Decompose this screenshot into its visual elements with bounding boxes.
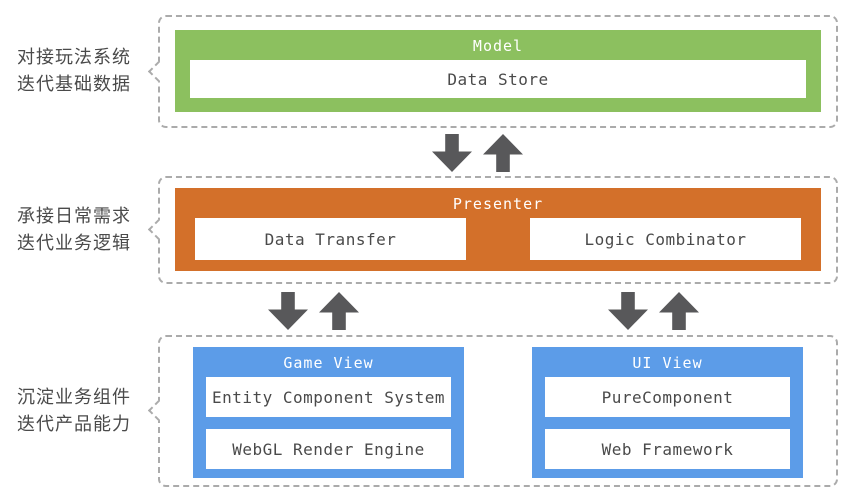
- callout-notch-icon: [147, 218, 170, 241]
- callout-notch-icon: [147, 60, 170, 82]
- model-section-label-line2: 迭代基础数据: [17, 74, 131, 94]
- view-group-container: Game View Entity Component System WebGL …: [147, 335, 838, 487]
- callout-notch-icon: [147, 399, 170, 422]
- presenter-gameview-arrows: [268, 292, 359, 330]
- arrow-up-icon: [659, 292, 699, 330]
- arrow-down-icon: [432, 134, 472, 172]
- ui-view-title: UI View: [632, 354, 703, 372]
- model-presenter-arrows: [432, 134, 523, 172]
- ui-view-layer: UI View PureComponent Web Framework: [532, 347, 803, 478]
- view-section-label-line1: 沉淀业务组件: [17, 387, 131, 407]
- arrow-up-icon: [483, 134, 523, 172]
- data-transfer-box: Data Transfer: [195, 218, 466, 260]
- model-layer: Model Data Store: [175, 30, 821, 112]
- webgl-render-engine-box: WebGL Render Engine: [206, 429, 451, 469]
- presenter-section-label-line1: 承接日常需求: [17, 206, 131, 226]
- data-store-box: Data Store: [190, 60, 806, 98]
- model-group-container: Model Data Store: [147, 15, 838, 128]
- view-section-label: 沉淀业务组件 迭代产品能力: [8, 384, 140, 438]
- model-section-label: 对接玩法系统 迭代基础数据: [8, 44, 140, 98]
- entity-component-system-box: Entity Component System: [206, 377, 451, 417]
- logic-combinator-box: Logic Combinator: [530, 218, 801, 260]
- presenter-section-label-line2: 迭代业务逻辑: [17, 233, 131, 253]
- purecomponent-box: PureComponent: [545, 377, 790, 417]
- presenter-group-container: Presenter Data Transfer Logic Combinator: [147, 176, 838, 284]
- presenter-layer: Presenter Data Transfer Logic Combinator: [175, 188, 821, 271]
- arrow-up-icon: [319, 292, 359, 330]
- view-section-label-line2: 迭代产品能力: [17, 414, 131, 434]
- arrow-down-icon: [608, 292, 648, 330]
- presenter-items-row: Data Transfer Logic Combinator: [195, 218, 801, 260]
- web-framework-box: Web Framework: [545, 429, 790, 469]
- model-layer-title: Model: [472, 37, 524, 55]
- presenter-layer-title: Presenter: [452, 195, 544, 213]
- presenter-uiview-arrows: [608, 292, 699, 330]
- game-view-layer: Game View Entity Component System WebGL …: [193, 347, 464, 478]
- view-layers-row: Game View Entity Component System WebGL …: [193, 347, 803, 478]
- model-section-label-line1: 对接玩法系统: [17, 47, 131, 67]
- presenter-section-label: 承接日常需求 迭代业务逻辑: [8, 203, 140, 257]
- game-view-title: Game View: [283, 354, 374, 372]
- arrow-down-icon: [268, 292, 308, 330]
